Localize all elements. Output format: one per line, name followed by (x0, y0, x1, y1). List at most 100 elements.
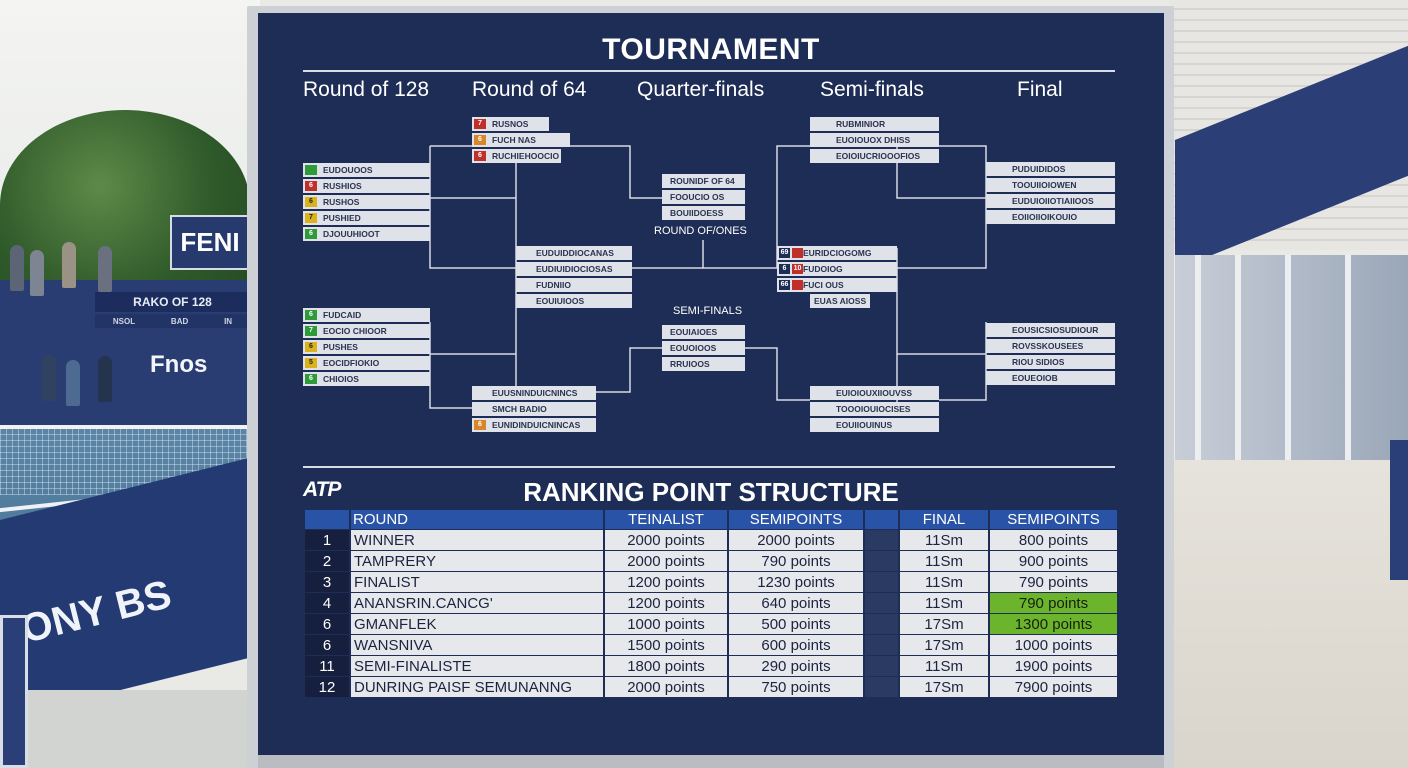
window-frame (1235, 255, 1241, 505)
player-name: RUSNOS (492, 119, 529, 129)
player-name: DJOUUHIOOT (323, 229, 380, 239)
round-cell: DUNRING PAISF SEMUNANNG (351, 677, 603, 697)
board-title: TOURNAMENT (602, 33, 820, 66)
points-cell: 2000 points (605, 530, 727, 550)
flag-icon (792, 280, 803, 290)
row-number: 6 (305, 614, 349, 634)
points-cell: 790 points (990, 572, 1117, 592)
player-name: EURIDCIOGOMG (803, 248, 872, 258)
spacer-cell (865, 551, 898, 571)
player-name: SMCH BADIO (492, 404, 547, 414)
row-number: 4 (305, 593, 349, 613)
flag-icon: 7 (305, 213, 317, 223)
player-name: FOOUCIO OS (670, 192, 725, 202)
points-cell: 500 points (729, 614, 863, 634)
player-name: EUDUIOIIOTIAIIOOS (1012, 196, 1094, 206)
board-base (258, 755, 1164, 768)
points-cell: 790 points (990, 593, 1117, 613)
table-header-row: ROUND TEINALIST SEMIPOINTS FINAL SEMIPOI… (305, 510, 1117, 529)
bracket-slot: RUBMINIOR (810, 117, 939, 131)
player-name: RUCHIEHOOCIO (492, 151, 560, 161)
bracket-slot: RIOU SIDIOS (986, 355, 1115, 369)
row-number: 3 (305, 572, 349, 592)
points-cell: 800 points (990, 530, 1117, 550)
bracket-slot: EUDIUIDIOCIOSAS (516, 262, 632, 276)
spectator (62, 242, 76, 288)
walkway-left (0, 690, 260, 768)
bracket-slot: FUDNIIO (516, 278, 632, 292)
seed-badge: 66 (779, 280, 790, 290)
player-name: EUDUIDDIOCANAS (536, 248, 614, 258)
spectator-stands (0, 242, 250, 430)
flag-icon: 6 (474, 420, 486, 430)
header-cell: ROUND (351, 510, 603, 529)
player-name: EOUSICSIOSUDIOUR (1012, 325, 1099, 335)
player-name: CHIOIOS (323, 374, 359, 384)
points-cell: 2000 points (729, 530, 863, 550)
bracket-slot: BOUIIDOESS (662, 206, 745, 220)
bracket-slot: PUDUIDIDOS (986, 162, 1115, 176)
spacer-cell (865, 677, 898, 697)
ranking-table: ROUND TEINALIST SEMIPOINTS FINAL SEMIPOI… (303, 509, 1119, 698)
bracket-slot: EOIOIUCRIOOOFIOS (810, 149, 939, 163)
player-name: EOCIDFIOKIO (323, 358, 380, 368)
player-name: EUIOIOUXIIOUVSS (836, 388, 913, 398)
header-cell (305, 510, 349, 529)
bracket-slot: 5 EOCIDFIOKIO (303, 356, 430, 370)
flag-icon: 6 (305, 229, 317, 239)
round-cell: FINALIST (351, 572, 603, 592)
player-name: TOOOIOUIOCISES (836, 404, 911, 414)
bracket-slot: TOOUIIOIOWEN (986, 178, 1115, 192)
window-frame (1345, 255, 1351, 505)
player-name: EUNIDINDUICNINCAS (492, 420, 581, 430)
points-cell: 1800 points (605, 656, 727, 676)
player-name: RUSHOS (323, 197, 360, 207)
center-round-label: ROUND OF/ONES (654, 225, 747, 237)
flag-icon: 6 (474, 151, 486, 161)
round-label: Quarter-finals (637, 78, 765, 101)
bracket-slot: FOOUCIO OS (662, 190, 745, 204)
round-cell: WANSNIVA (351, 635, 603, 655)
points-cell: 1000 points (990, 635, 1117, 655)
bracket-slot: EUOIOUOX DHISS (810, 133, 939, 147)
player-name: ROUNIDF OF 64 (670, 176, 735, 186)
round-label: Semi-finals (820, 78, 924, 101)
spacer-cell (865, 572, 898, 592)
player-name: EOUIUIOOS (536, 296, 585, 306)
round-cell: ANANSRIN.CANCG' (351, 593, 603, 613)
player-name: RIOU SIDIOS (1012, 357, 1065, 367)
player-name: EUUSNINDUICNINCS (492, 388, 578, 398)
header-cell: TEINALIST (605, 510, 727, 529)
player-name: RUSHIOS (323, 181, 362, 191)
seed-badge: 69 (779, 248, 790, 258)
player-name: EOCIO CHIOOR (323, 326, 387, 336)
player-name: EUOIOUOX DHISS (836, 135, 911, 145)
bracket-slot: EUAS AIOSS (810, 294, 870, 308)
player-name: PUSHIED (323, 213, 361, 223)
bracket-slot: EUDUIOIIOTIAIIOOS (986, 194, 1115, 208)
player-name: PUDUIDIDOS (1012, 164, 1066, 174)
row-number: 2 (305, 551, 349, 571)
seed-badge: 10 (792, 264, 803, 274)
points-cell: 640 points (729, 593, 863, 613)
spectator (98, 356, 112, 402)
bracket-slot: EUDOUOOS (303, 163, 430, 177)
flag-icon: 6 (305, 197, 317, 207)
points-cell: 790 points (729, 551, 863, 571)
flag-icon: 5 (305, 358, 317, 368)
spectator (42, 355, 56, 401)
bracket-slot: EUIOIOUXIIOUVSS (810, 386, 939, 400)
